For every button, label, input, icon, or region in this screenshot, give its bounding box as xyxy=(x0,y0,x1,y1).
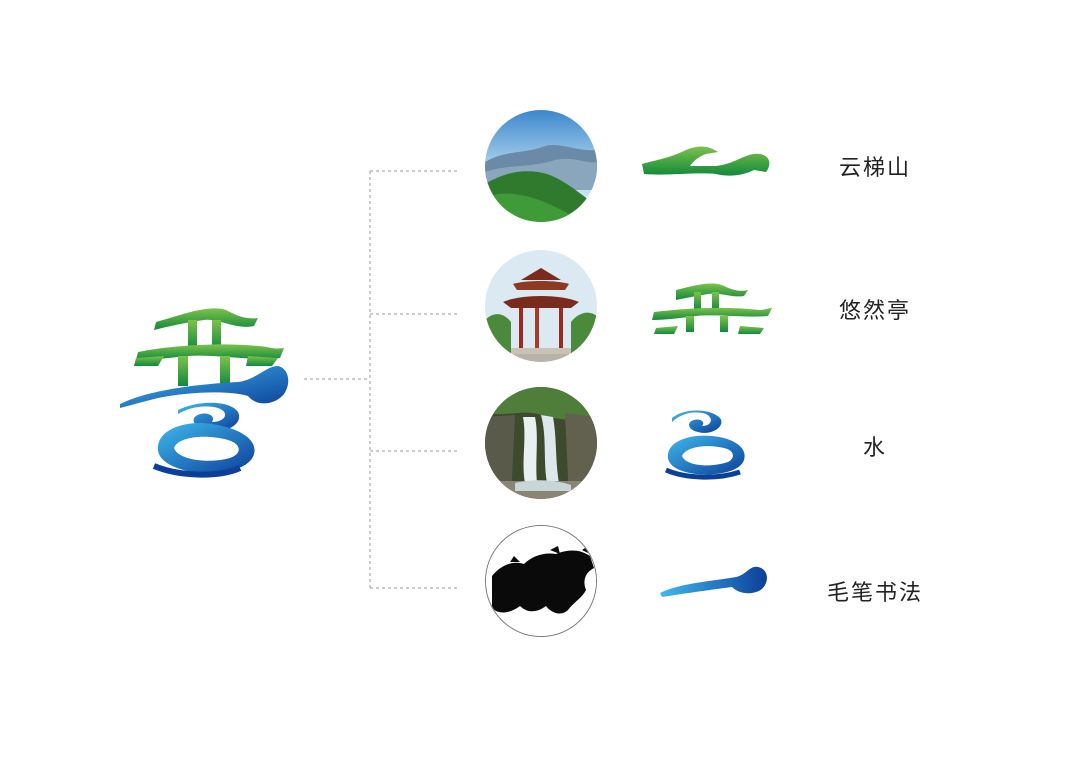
mountain-stroke-icon xyxy=(642,146,770,176)
label-pavilion: 悠然亭 xyxy=(838,299,911,324)
pavilion-photo xyxy=(485,250,597,362)
mountain-stroke-mark xyxy=(636,138,776,208)
main-logo xyxy=(108,296,298,480)
brush-stroke-mark xyxy=(636,555,776,625)
label-water: 水 xyxy=(862,436,887,461)
label-brush-calligraphy: 毛笔书法 xyxy=(826,581,923,606)
brush-ink-photo xyxy=(485,525,597,637)
pavilion-water-logo-icon xyxy=(120,308,289,478)
pavilion-roof-mark xyxy=(636,278,776,348)
water-swirl-icon xyxy=(664,410,745,480)
waterfall-photo xyxy=(485,387,597,499)
pavilion-roof-icon xyxy=(652,283,772,334)
label-mountain: 云梯山 xyxy=(838,156,911,181)
mountain-photo xyxy=(485,110,597,222)
brush-stroke-icon xyxy=(660,566,767,597)
water-swirl-mark xyxy=(636,406,776,480)
